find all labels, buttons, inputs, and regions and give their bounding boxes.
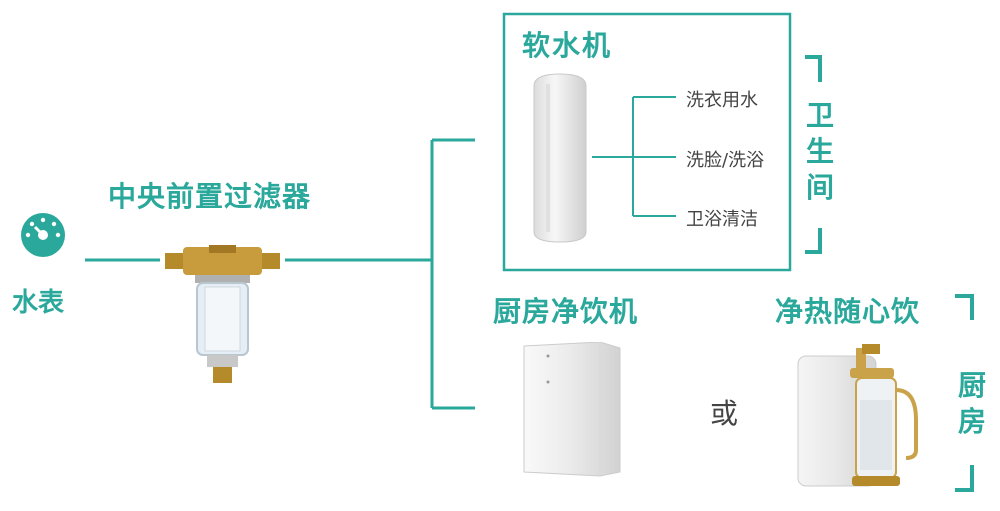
prefilter-image [165,245,280,385]
softener-label: 软水机 [522,29,613,62]
kitchen-label: 厨 房 [957,369,986,438]
use-bathroom-clean: 卫浴清洁 [686,209,758,230]
softener-image [528,72,592,244]
water-meter-label: 水表 [12,288,65,318]
hot-drink-label: 净热随心饮 [775,295,921,328]
use-wash: 洗脸/洗浴 [686,150,765,171]
water-meter-icon [20,212,66,258]
kitchen-purifier-image [520,341,622,478]
kitchen-purifier-label: 厨房净饮机 [493,295,639,328]
use-laundry: 洗衣用水 [686,90,758,111]
bathroom-label: 卫 生 间 [805,99,834,204]
prefilter-label: 中央前置过滤器 [108,180,312,213]
or-text: 或 [710,397,739,430]
hot-drink-image [796,340,926,490]
